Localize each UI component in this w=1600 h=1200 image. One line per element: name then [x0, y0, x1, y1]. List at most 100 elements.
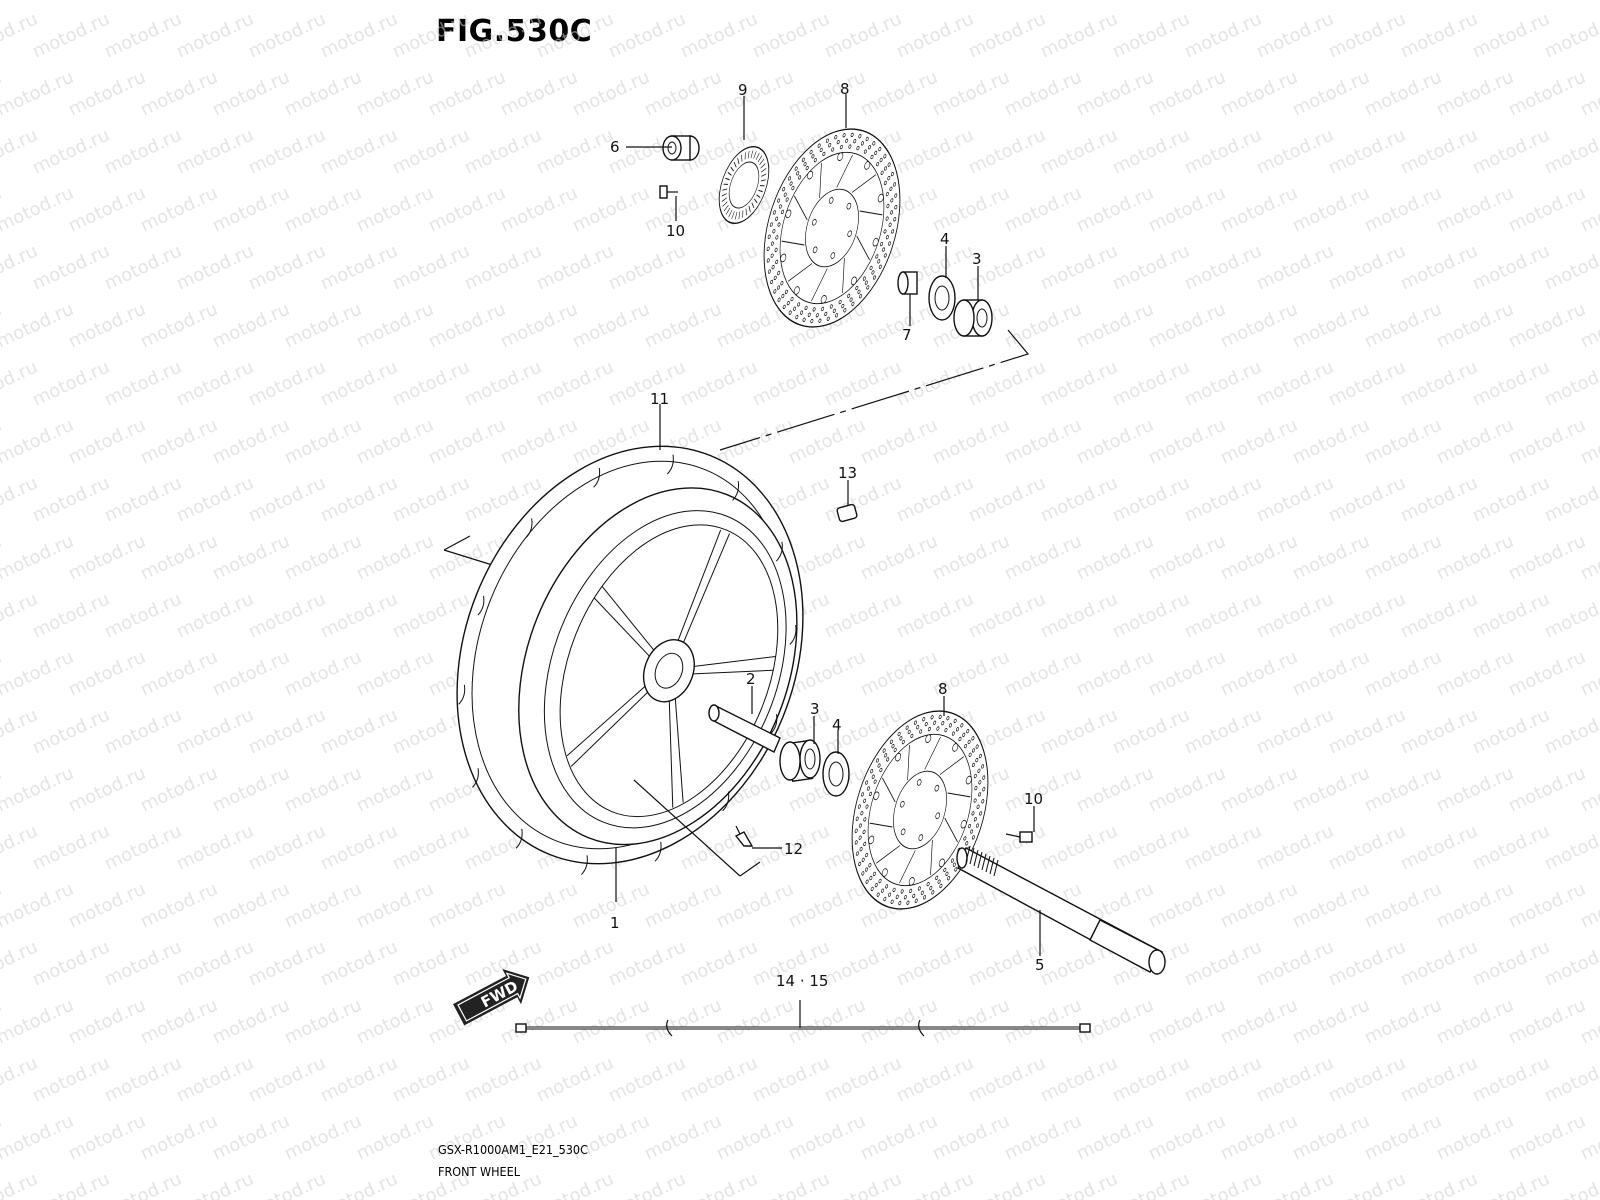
disc-hole	[951, 731, 955, 736]
watermark-text: motod.ru	[1469, 589, 1553, 643]
watermark-text: motod.ru	[173, 705, 257, 759]
disc-hole	[971, 762, 975, 768]
watermark-text: motod.ru	[1181, 357, 1265, 411]
disc-hole	[804, 305, 808, 311]
rotor-tooth	[725, 207, 731, 215]
axle-thread-line	[993, 859, 999, 877]
watermark-text: motod.ru	[713, 67, 797, 121]
watermark-text: motod.ru	[605, 9, 689, 63]
watermark-text: motod.ru	[1145, 1111, 1229, 1165]
watermark-text: motod.ru	[713, 995, 797, 1049]
disc-hole	[857, 804, 861, 809]
carrier-arm	[794, 195, 808, 221]
disc-hole	[978, 780, 982, 785]
watermark-text: motod.ru	[1217, 67, 1301, 121]
watermark-text: motod.ru	[1505, 763, 1589, 817]
watermark-text: motod.ru	[1361, 763, 1445, 817]
watermark-text: motod.ru	[1037, 821, 1121, 875]
disc-hole	[865, 804, 869, 809]
disc-button	[872, 237, 879, 247]
watermark-text: motod.ru	[1433, 647, 1517, 701]
disc-bolt-hole	[934, 784, 940, 792]
disc-hole	[973, 817, 977, 822]
watermark-text: motod.ru	[101, 241, 185, 295]
watermark-text: motod.ru	[65, 67, 149, 121]
disc-hole	[878, 146, 882, 152]
watermark-text: motod.ru	[1001, 183, 1085, 237]
watermark-text: motod.ru	[677, 357, 761, 411]
watermark-text: motod.ru	[785, 879, 869, 933]
disc-hole	[862, 276, 866, 281]
watermark-text: motod.ru	[533, 241, 617, 295]
carrier-arm	[781, 240, 805, 246]
disc-hole	[767, 234, 771, 239]
watermark-text: motod.ru	[1505, 299, 1589, 353]
disc-hole	[881, 888, 885, 893]
watermark-text: motod.ru	[965, 9, 1049, 63]
disc-button	[877, 193, 884, 203]
disc-hole	[883, 253, 887, 258]
disc-hole	[872, 141, 876, 146]
disc-hole	[897, 731, 901, 737]
watermark-text: motod.ru	[1325, 937, 1409, 991]
watermark-text: motod.ru	[533, 1053, 617, 1107]
disc-hole	[903, 895, 907, 900]
watermark-text: motod.ru	[641, 299, 725, 353]
callout-13: 13	[838, 464, 857, 482]
callout-10-bottom: 10	[1024, 790, 1043, 808]
watermark-text: motod.ru	[317, 937, 401, 991]
watermark-text: motod.ru	[29, 9, 113, 63]
watermark-text: motod.ru	[1397, 937, 1481, 991]
watermark-text: motod.ru	[1001, 67, 1085, 121]
fwd-arrow-icon: FWD	[453, 968, 530, 1026]
watermark-text: motod.ru	[713, 0, 797, 5]
watermark-text: motod.ru	[965, 473, 1049, 527]
disc-hole	[939, 883, 943, 889]
watermark-text: motod.ru	[641, 879, 725, 933]
watermark-text: motod.ru	[1145, 67, 1229, 121]
watermark-text: motod.ru	[821, 1169, 905, 1200]
watermark-text: motod.ru	[929, 1111, 1013, 1165]
watermark-text: motod.ru	[1181, 1169, 1265, 1200]
disc-hole	[822, 151, 826, 157]
callout-5: 5	[1035, 956, 1045, 974]
disc-hole	[901, 739, 905, 745]
disc-hole	[938, 714, 942, 720]
watermark-text: motod.ru	[65, 299, 149, 353]
watermark-text: motod.ru	[1397, 821, 1481, 875]
watermark-text: motod.ru	[857, 647, 941, 701]
watermark-text: motod.ru	[1109, 357, 1193, 411]
watermark-text: motod.ru	[1433, 879, 1517, 933]
disc-hole	[876, 161, 880, 167]
watermark-text: motod.ru	[1325, 473, 1409, 527]
disc-hole	[870, 886, 874, 892]
watermark-text: motod.ru	[1217, 415, 1301, 469]
watermark-text: motod.ru	[245, 9, 329, 63]
callout-11: 11	[650, 390, 669, 408]
watermark-text: motod.ru	[533, 937, 617, 991]
watermark-text: motod.ru	[1469, 241, 1553, 295]
watermark-text: motod.ru	[1253, 473, 1337, 527]
disc-hole	[832, 308, 836, 313]
watermark-text: motod.ru	[425, 183, 509, 237]
watermark-text: motod.ru	[137, 67, 221, 121]
watermark-text: motod.ru	[389, 1053, 473, 1107]
disc-hole	[958, 736, 962, 742]
watermark-text: motod.ru	[1145, 531, 1229, 585]
disc-hole	[861, 792, 865, 797]
disc-hole	[874, 882, 878, 888]
disc-button	[868, 835, 875, 845]
disc-hole	[971, 811, 975, 816]
watermark-text: motod.ru	[29, 473, 113, 527]
disc-hole	[889, 186, 893, 192]
watermark-text: motod.ru	[1073, 647, 1157, 701]
section-name: FRONT WHEEL	[438, 1164, 521, 1179]
watermark-text: motod.ru	[641, 1111, 725, 1165]
disc-hole	[975, 823, 979, 828]
carrier-arm	[939, 756, 964, 775]
disc-hole	[978, 753, 982, 759]
front-axle	[956, 845, 1166, 975]
disc-hole	[796, 171, 800, 176]
disc-hole	[936, 726, 940, 731]
watermark-text: motod.ru	[605, 1053, 689, 1107]
